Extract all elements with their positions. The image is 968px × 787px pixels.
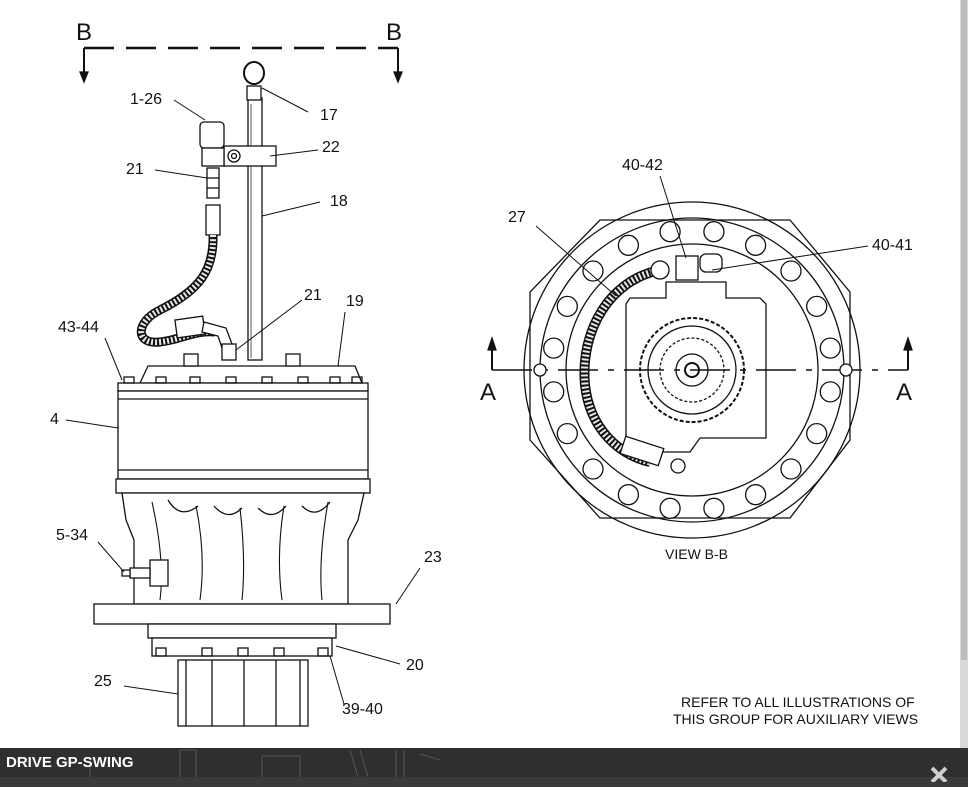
footer-bar: DRIVE GP-SWING — [0, 748, 968, 777]
close-icon — [930, 766, 948, 784]
flange-bolt-hole — [806, 422, 828, 445]
note-line-1: REFER TO ALL ILLUSTRATIONS OF — [681, 694, 915, 710]
callout-39-40: 39-40 — [342, 701, 383, 718]
callout-27: 27 — [508, 209, 526, 226]
callout-40-41: 40-41 — [872, 237, 913, 254]
flange-bolt-hole — [744, 484, 767, 506]
callouts-right: 40-42 40-41 27 — [508, 157, 913, 254]
view-title: VIEW B-B — [665, 546, 728, 562]
leader-lines-left — [65, 87, 421, 705]
vertical-scrollbar[interactable] — [960, 0, 968, 748]
scrollbar-thumb[interactable] — [961, 0, 967, 660]
flange-bolt-hole — [806, 295, 828, 318]
drive-elevation-view — [93, 61, 391, 727]
flange-bolt-hole — [744, 234, 767, 256]
flange-bolt-hole — [703, 221, 725, 243]
flange-bolt-hole — [556, 295, 578, 318]
leader-lines-right — [535, 175, 869, 297]
callout-21-mid: 21 — [304, 287, 322, 304]
section-line-b — [79, 46, 403, 84]
footer-title: DRIVE GP-SWING — [6, 754, 134, 771]
flange-bolt-hole — [543, 337, 565, 359]
flange-bolt-hole — [617, 234, 640, 256]
flange-bolt-hole — [819, 381, 841, 403]
section-label-b-left: B — [76, 19, 92, 46]
callout-25: 25 — [94, 673, 112, 690]
flange-bolt-hole — [543, 381, 565, 403]
callout-22: 22 — [322, 139, 340, 156]
callout-4: 4 — [50, 411, 59, 428]
flange-bolt-hole — [582, 458, 604, 480]
section-label-b-right: B — [386, 19, 402, 46]
flange-bolt-hole — [819, 337, 841, 359]
section-label-a-left: A — [480, 379, 496, 406]
callout-23: 23 — [424, 549, 442, 566]
close-button[interactable] — [928, 762, 952, 784]
callout-43-44: 43-44 — [58, 319, 99, 336]
callout-19: 19 — [346, 293, 364, 310]
flange-bolt-hole — [780, 260, 802, 282]
next-page-preview — [89, 749, 441, 777]
parts-diagram: B B — [50, 19, 918, 727]
note-line-2: THIS GROUP FOR AUXILIARY VIEWS — [673, 711, 918, 727]
callout-1-26: 1-26 — [130, 91, 162, 108]
flange-bolt-hole — [780, 458, 802, 480]
callouts-left: 1-26 17 22 21 18 21 19 43-44 4 5-34 23 2… — [50, 91, 442, 718]
callout-21-top: 21 — [126, 161, 144, 178]
flange-bolt-hole — [556, 422, 578, 445]
callout-17: 17 — [320, 107, 338, 124]
callout-20: 20 — [406, 657, 424, 674]
flange-bolts — [123, 376, 363, 384]
dowel-hole — [839, 363, 853, 377]
dowel-hole — [533, 363, 547, 377]
flange-bolt-hole — [582, 260, 604, 282]
callout-40-42: 40-42 — [622, 157, 663, 174]
section-line-a — [487, 335, 913, 370]
flange-bolt-hole — [659, 221, 681, 243]
flange-bolt-hole — [659, 497, 681, 519]
flange-bolt-hole — [703, 497, 725, 519]
callout-18: 18 — [330, 193, 348, 210]
diagram-viewer: B B — [0, 0, 960, 748]
callout-5-34: 5-34 — [56, 527, 88, 544]
bolt-circle — [533, 221, 853, 519]
section-label-a-right: A — [896, 379, 912, 406]
flange-bolt-hole — [617, 484, 640, 506]
